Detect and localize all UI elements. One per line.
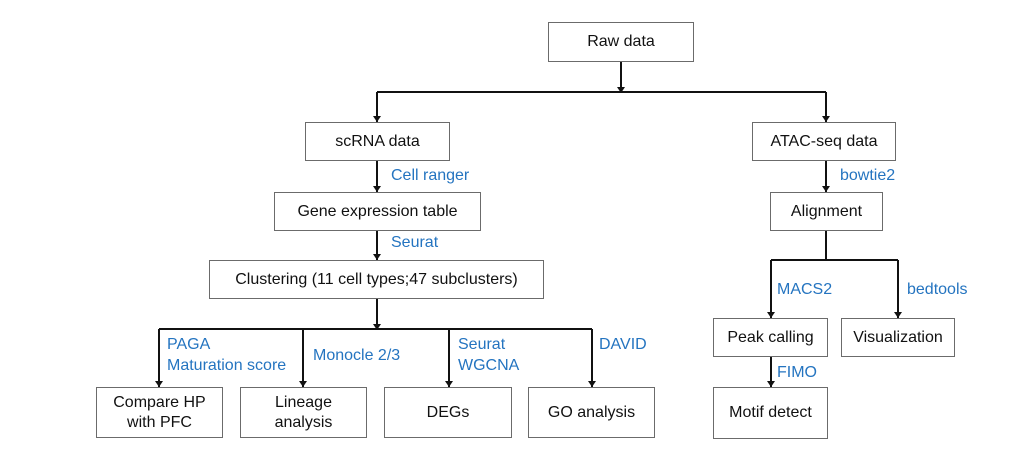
tool-label-bedtools: bedtools	[907, 281, 968, 298]
node-visualization: Visualization	[841, 318, 955, 357]
node-scrna-data: scRNA data	[305, 122, 450, 161]
tool-label-fimo: FIMO	[777, 364, 817, 381]
arrowhead	[894, 312, 902, 318]
tool-label-bowtie2: bowtie2	[840, 167, 896, 184]
node-label: Motif detect	[729, 404, 812, 421]
node-label: Alignment	[790, 202, 863, 220]
node-label: Gene expression table	[297, 202, 458, 220]
node-degs: DEGs	[384, 387, 512, 438]
arrowhead	[767, 381, 775, 387]
arrowhead	[588, 381, 596, 387]
node-label: DEGs	[426, 403, 470, 421]
tool-label-maturation-score: Maturation score	[167, 357, 287, 374]
tool-label-seurat: Seurat	[391, 234, 439, 251]
node-label: Peak calling	[727, 328, 814, 346]
arrowhead	[373, 116, 381, 122]
arrowhead	[822, 116, 830, 122]
node-label-line1: Lineage	[275, 393, 332, 411]
tool-label-seurat-degs: Seurat	[458, 336, 506, 353]
node-label: Visualization	[853, 328, 943, 346]
node-go-analysis: GO analysis	[528, 387, 655, 438]
node-atac-seq-data: ATAC-seq data	[752, 122, 896, 161]
arrowhead	[373, 254, 381, 260]
node-label: GO analysis	[547, 403, 636, 421]
tool-label-monocle: Monocle 2/3	[313, 347, 401, 364]
node-clustering: Clustering (11 cell types;47 subclusters…	[209, 260, 544, 299]
tool-label-macs2: MACS2	[777, 281, 833, 298]
arrowhead	[373, 324, 381, 330]
node-label: scRNA data	[335, 132, 420, 150]
tool-label-paga: PAGA	[167, 336, 211, 353]
tool-label-wgcna: WGCNA	[458, 357, 520, 374]
arrowhead	[617, 87, 625, 93]
arrowhead	[299, 381, 307, 387]
node-compare-hp-pfc: Compare HP with PFC	[96, 387, 223, 438]
node-label: Raw data	[587, 33, 655, 50]
node-label-line2: analysis	[274, 413, 333, 431]
arrowhead	[445, 381, 453, 387]
node-raw-data: Raw data	[548, 22, 694, 62]
arrowhead	[767, 312, 775, 318]
arrowhead	[373, 186, 381, 192]
arrowhead	[822, 186, 830, 192]
node-label-line2: with PFC	[127, 413, 192, 431]
node-label: Clustering (11 cell types;47 subclusters…	[235, 270, 518, 288]
node-motif-detect: Motif detect	[713, 387, 828, 439]
node-lineage-analysis: Lineage analysis	[240, 387, 367, 438]
node-alignment: Alignment	[770, 192, 883, 231]
node-peak-calling: Peak calling	[713, 318, 828, 357]
node-label-line1: Compare HP	[113, 393, 206, 411]
tool-label-cell-ranger: Cell ranger	[391, 167, 470, 184]
tool-label-david: DAVID	[599, 336, 647, 353]
node-label: ATAC-seq data	[770, 132, 878, 150]
node-gene-expression-table: Gene expression table	[274, 192, 481, 231]
arrowhead	[155, 381, 163, 387]
